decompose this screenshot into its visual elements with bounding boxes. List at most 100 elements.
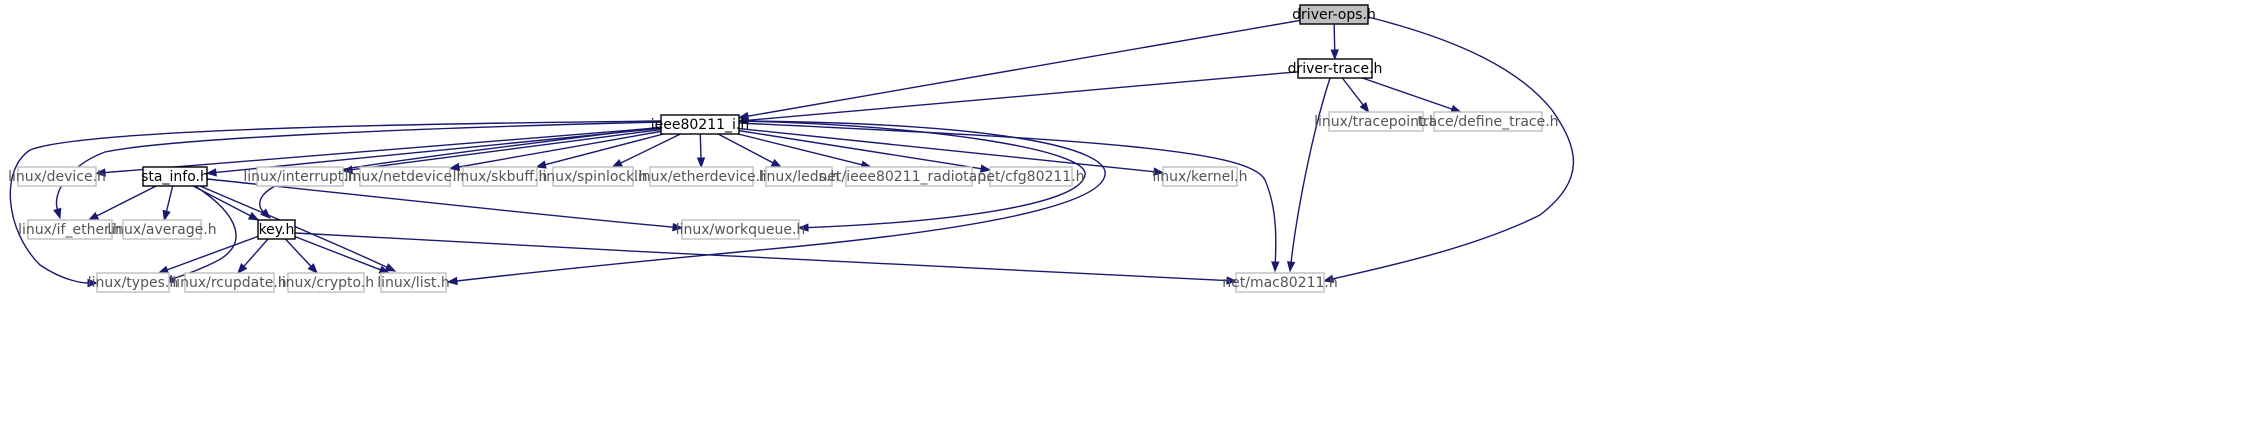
- edge-line: [294, 232, 1228, 282]
- edge-ieee80211-i-to-workqueue: [738, 120, 1086, 232]
- nodes-layer: driver-ops.h driver-trace.h ieee80211_i.…: [8, 4, 1559, 293]
- arrowhead-icon: [770, 158, 783, 168]
- node-label-linux-kernel-h: linux/kernel.h: [1153, 169, 1248, 185]
- edge-ieee80211-i-to-skbuff: [535, 133, 664, 169]
- node-label-linux-types-h: linux/types.h: [88, 275, 178, 291]
- edge-line: [1332, 16, 1575, 280]
- arrowhead-icon: [247, 211, 260, 221]
- node-ieee80211-i-h[interactable]: ieee80211_i.h: [651, 114, 749, 135]
- edge-ieee80211-i-to-etherdevice: [696, 133, 706, 169]
- node-linux-crypto-h: linux/crypto.h: [278, 272, 374, 293]
- edge-line: [738, 127, 1155, 173]
- edge-driver-trace-to-define-trace: [1362, 77, 1462, 113]
- node-label-linux-if-ether-h: linux/if_ether.h: [18, 222, 122, 238]
- node-label-linux-etherdevice-h: linux/etherdevice.h: [634, 169, 769, 185]
- edges-layer: [9, 16, 1575, 288]
- arrowhead-icon: [87, 278, 99, 288]
- node-label-linux-device-h: linux/device.h: [8, 169, 106, 185]
- node-linux-tracepoint-h: linux/tracepoint.h: [1314, 111, 1438, 132]
- arrowhead-icon: [696, 157, 706, 169]
- edge-key-to-crypto: [284, 238, 319, 275]
- node-label-linux-leds-h: linux/leds.h: [759, 169, 840, 185]
- edge-line: [165, 185, 174, 212]
- node-driver-trace-h[interactable]: driver-trace.h: [1288, 58, 1383, 79]
- edge-line: [738, 133, 863, 166]
- node-driver-ops-h[interactable]: driver-ops.h: [1292, 4, 1376, 25]
- node-net-mac80211-h: net/mac80211.h: [1222, 272, 1338, 293]
- arrowhead-icon: [611, 159, 623, 168]
- node-label-linux-tracepoint-h: linux/tracepoint.h: [1314, 114, 1438, 130]
- arrowhead-icon: [87, 211, 100, 221]
- edge-driver-ops-to-driver-trace: [1330, 23, 1339, 61]
- edge-line: [620, 133, 681, 164]
- edge-ieee80211-i-to-leds: [717, 133, 783, 168]
- arrowhead-icon: [237, 263, 248, 275]
- node-label-linux-workqueue-h: linux/workqueue.h: [676, 222, 806, 238]
- arrowhead-icon: [979, 164, 992, 173]
- arrowhead-icon: [797, 223, 809, 232]
- edge-line: [284, 238, 312, 267]
- edge-line: [9, 120, 662, 284]
- node-sta-info-h[interactable]: sta_info.h: [141, 166, 209, 187]
- edge-driver-trace-to-ieee80211-i: [737, 71, 1299, 125]
- node-linux-if-ether-h: linux/if_ether.h: [18, 219, 122, 240]
- edge-line: [545, 133, 664, 166]
- node-linux-average-h: linux/average.h: [107, 219, 217, 240]
- edge-sta-info-to-list: [199, 185, 397, 272]
- edge-driver-trace-to-mac80211: [1286, 77, 1331, 273]
- arrowhead-icon: [384, 263, 397, 272]
- arrowhead-icon: [307, 263, 319, 275]
- node-label-linux-average-h: linux/average.h: [107, 222, 216, 238]
- node-linux-leds-h: linux/leds.h: [759, 166, 840, 187]
- edge-line: [1333, 23, 1336, 51]
- arrowhead-icon: [1271, 261, 1280, 273]
- node-linux-interrupt-h: linux/interrupt.h: [243, 166, 357, 187]
- edge-line: [738, 129, 982, 170]
- arrowhead-icon: [162, 209, 171, 222]
- node-label-net-cfg80211-h: net/cfg80211.h: [977, 169, 1084, 185]
- arrowhead-icon: [1330, 49, 1339, 61]
- edge-ieee80211-i-to-types: [9, 120, 662, 288]
- arrowhead-icon: [535, 160, 547, 169]
- edge-line: [259, 126, 662, 213]
- edge-line: [96, 185, 157, 217]
- edge-ieee80211-i-to-netdevice: [448, 130, 662, 172]
- edge-line: [243, 238, 269, 267]
- edge-line: [294, 236, 381, 271]
- arrowhead-icon: [53, 207, 62, 220]
- arrowhead-icon: [446, 276, 458, 286]
- node-linux-skbuff-h: linux/skbuff.h: [453, 166, 547, 187]
- edge-line: [1290, 77, 1331, 263]
- node-label-linux-spinlock-h: linux/spinlock.h: [538, 169, 647, 185]
- edge-ieee80211-i-to-mac80211: [738, 122, 1280, 273]
- node-net-cfg80211-h: net/cfg80211.h: [977, 166, 1085, 187]
- node-linux-workqueue-h: linux/workqueue.h: [676, 219, 806, 240]
- edge-line: [458, 130, 662, 168]
- arrowhead-icon: [94, 168, 106, 177]
- arrowhead-icon: [672, 222, 684, 232]
- node-linux-kernel-h: linux/kernel.h: [1153, 166, 1248, 187]
- edge-ieee80211-i-to-list: [446, 120, 1106, 286]
- node-linux-types-h: linux/types.h: [88, 272, 178, 293]
- edge-line: [104, 126, 662, 174]
- edge-line: [747, 71, 1299, 121]
- edge-line: [351, 128, 662, 171]
- node-label-net-ieee80211-radiotap-h: net/ieee80211_radiotap.h: [819, 169, 1000, 185]
- edge-line: [172, 185, 237, 280]
- node-label-driver-trace-h: driver-trace.h: [1288, 61, 1383, 77]
- arrowhead-icon: [1286, 261, 1296, 273]
- arrowhead-icon: [448, 162, 461, 172]
- edge-key-to-rcupdate: [237, 238, 269, 275]
- edge-line: [717, 133, 774, 164]
- arrowhead-icon: [1359, 101, 1370, 114]
- edge-driver-trace-to-tracepoint: [1341, 77, 1370, 114]
- arrowhead-icon: [737, 116, 749, 125]
- node-label-net-mac80211-h: net/mac80211.h: [1222, 275, 1337, 291]
- node-label-linux-list-h: linux/list.h: [377, 275, 449, 291]
- node-label-key-h: key.h: [259, 222, 295, 238]
- arrowhead-icon: [205, 168, 217, 177]
- node-linux-spinlock-h: linux/spinlock.h: [538, 166, 648, 187]
- node-net-ieee80211-radiotap-h: net/ieee80211_radiotap.h: [819, 166, 1000, 187]
- node-key-h[interactable]: key.h: [257, 219, 296, 240]
